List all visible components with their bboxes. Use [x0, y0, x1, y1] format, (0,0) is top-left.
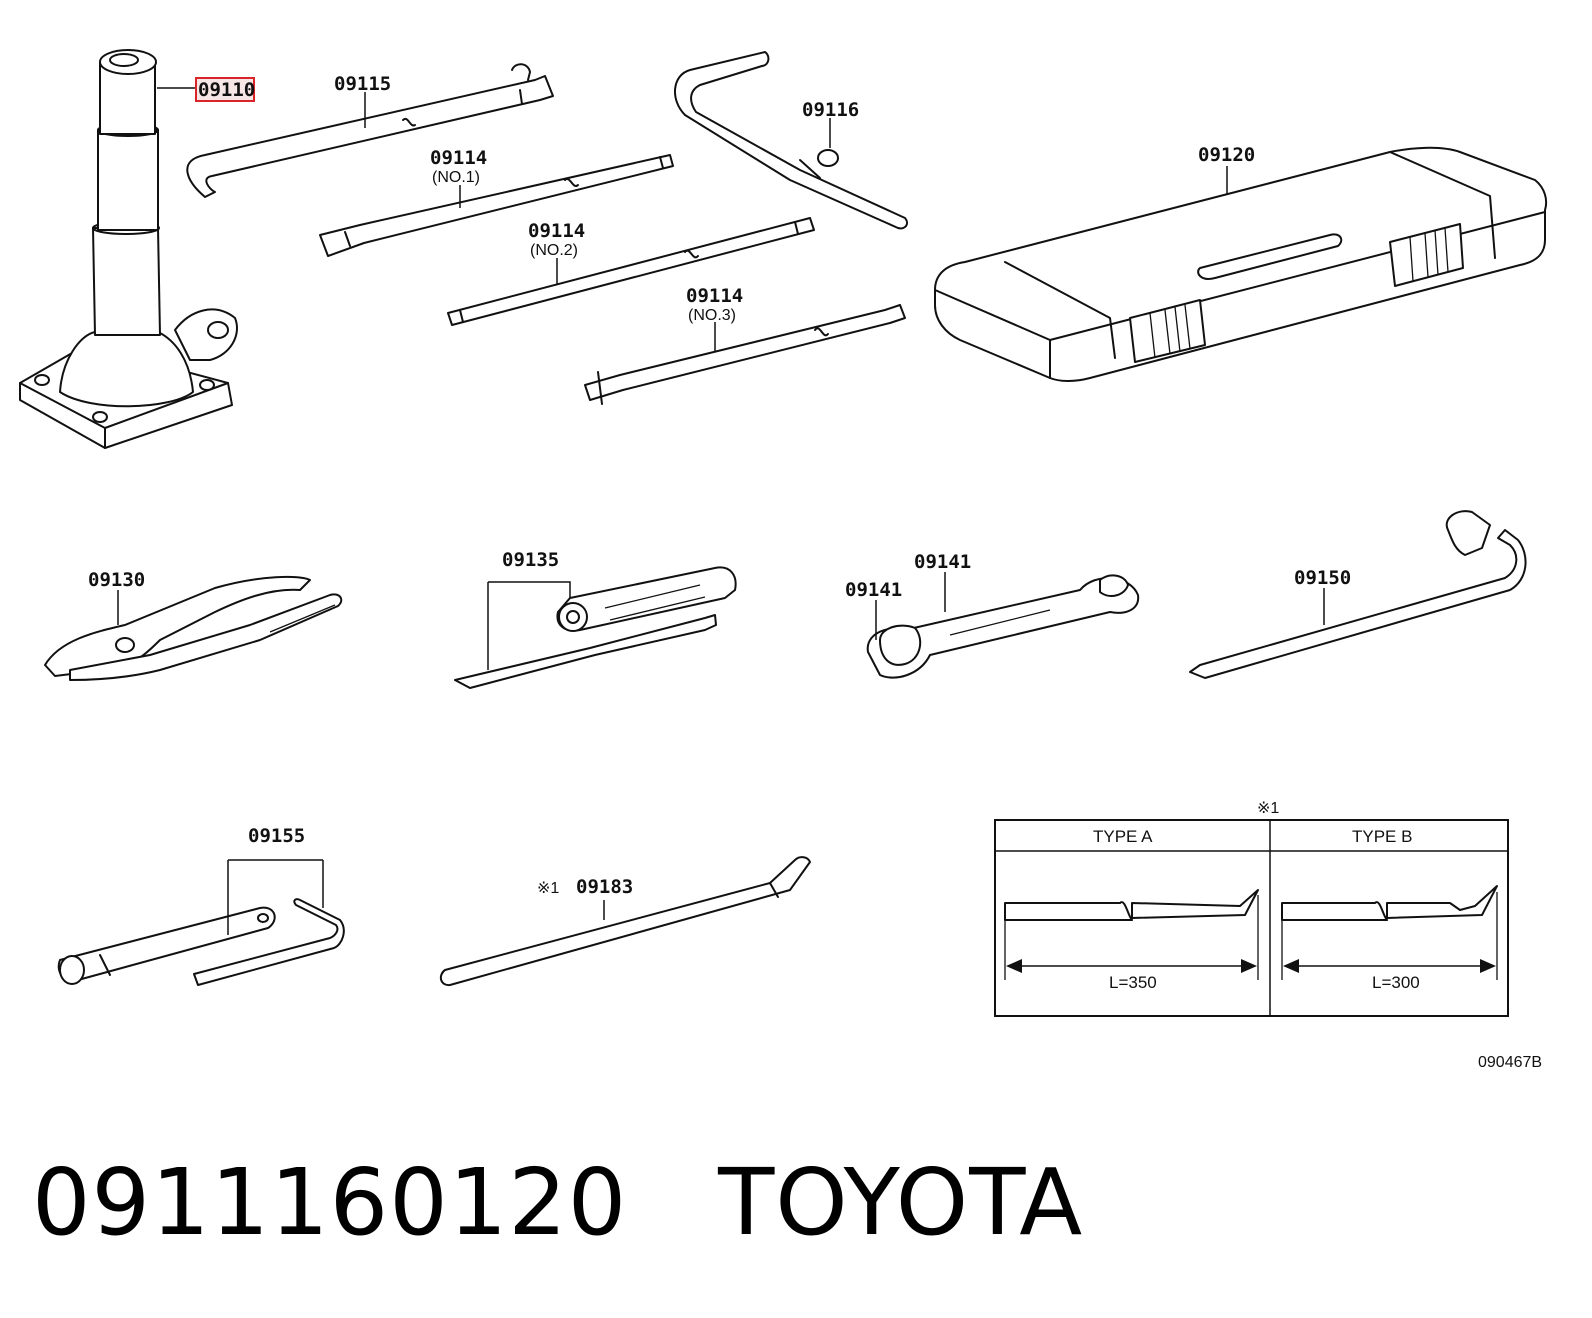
- ext3-sub: (NO.3): [688, 307, 736, 324]
- wrench-b-part-number[interactable]: 09141: [845, 579, 902, 601]
- ext2-sub: (NO.2): [530, 242, 578, 259]
- wrench-a-part-number[interactable]: 09141: [914, 551, 971, 573]
- handle-drawing: [186, 63, 554, 198]
- type-b-length: L=300: [1372, 973, 1420, 992]
- extension-no2-drawing: [447, 217, 815, 326]
- jack-drawing: [19, 49, 238, 449]
- jack-handle-drawing: [673, 51, 908, 230]
- type-a-length: L=350: [1109, 973, 1157, 992]
- part-caption: 0911160120 TOYOTA: [32, 1149, 1084, 1256]
- type-b-heading: TYPE B: [1352, 827, 1412, 846]
- ext3-part-number[interactable]: 09114: [686, 285, 743, 307]
- plug-wrench-part-number[interactable]: 09155: [248, 825, 305, 847]
- tool-bag-part-number[interactable]: 09120: [1198, 144, 1255, 166]
- wrench-drawing: [866, 572, 1140, 679]
- bar-mark: ※1: [537, 880, 559, 897]
- type-a-bar: [1004, 889, 1259, 921]
- lug-wrench-part-number[interactable]: 09150: [1294, 567, 1351, 589]
- extension-no1-drawing: [319, 154, 674, 257]
- screwdriver-part-number[interactable]: 09135: [502, 549, 559, 571]
- ext1-part-number[interactable]: 09114: [430, 147, 487, 169]
- type-b-bar: [1281, 885, 1498, 921]
- handle-part-number[interactable]: 09115: [334, 73, 391, 95]
- ext2-part-number[interactable]: 09114: [528, 220, 585, 242]
- type-table: ※1 TYPE A TYPE B L=350 L=300: [994, 800, 1509, 1017]
- screwdriver-drawing: [454, 566, 737, 689]
- extension-no3-drawing: [584, 304, 906, 405]
- pliers-drawing: [44, 575, 343, 681]
- pliers-part-number[interactable]: 09130: [88, 569, 145, 591]
- jack-part-number[interactable]: 09110: [198, 79, 255, 101]
- type-table-mark: ※1: [1257, 800, 1279, 817]
- ext1-sub: (NO.1): [432, 169, 480, 186]
- jack-highlight: [195, 77, 255, 102]
- bar-part-number[interactable]: 09183: [576, 876, 633, 898]
- bar-drawing: [439, 856, 811, 987]
- type-a-heading: TYPE A: [1093, 827, 1153, 846]
- tool-bag-drawing: [934, 146, 1548, 382]
- lug-wrench-drawing: [1189, 510, 1527, 679]
- plug-wrench-drawing: [57, 859, 345, 986]
- jack-handle-part-number[interactable]: 09116: [802, 99, 859, 121]
- figure-reference: 090467B: [1478, 1054, 1542, 1071]
